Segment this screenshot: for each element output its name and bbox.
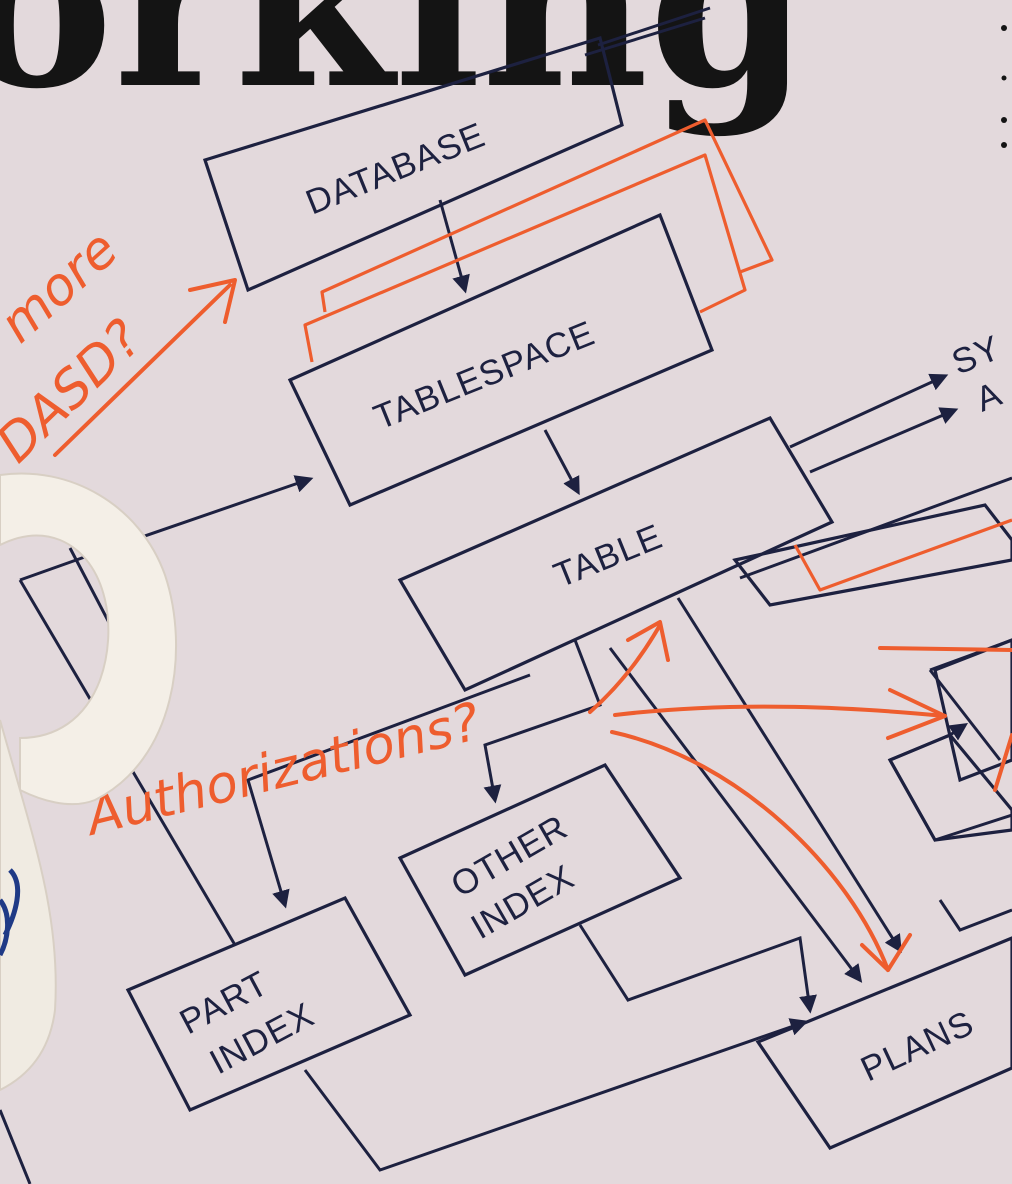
cut-off-label-1: SY bbox=[946, 328, 1006, 382]
tablespace-box: TABLESPACE bbox=[290, 215, 712, 505]
database-to-tablespace-arrow bbox=[440, 200, 465, 290]
right-partial-boxes bbox=[735, 505, 1012, 840]
marker-arrows bbox=[55, 280, 1012, 970]
headline-text: orking bbox=[0, 0, 809, 140]
plans-label: PLANS bbox=[855, 1003, 980, 1089]
margin-dots bbox=[1001, 25, 1007, 148]
tablespace-label: TABLESPACE bbox=[368, 313, 600, 437]
cut-off-label-2: A bbox=[970, 374, 1007, 419]
part-index-box: PART INDEX bbox=[128, 898, 410, 1110]
tablespace-to-table-arrow bbox=[545, 430, 578, 492]
other-index-box: OTHER INDEX bbox=[400, 765, 680, 975]
table-label: TABLE bbox=[548, 517, 668, 596]
